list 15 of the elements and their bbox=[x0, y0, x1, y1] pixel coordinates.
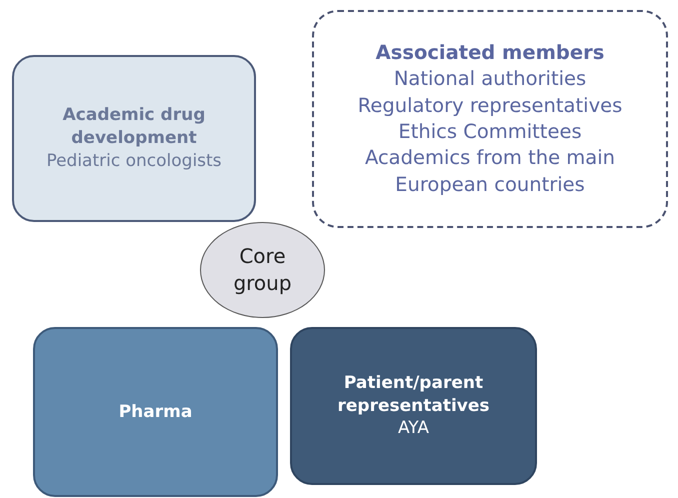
group-box bbox=[312, 10, 668, 228]
heading: Associated members bbox=[376, 40, 604, 66]
member-text: Ethics Committees bbox=[398, 119, 582, 145]
member-text: Pediatric oncologists bbox=[46, 150, 222, 173]
member-text: Regulatory representatives bbox=[358, 92, 622, 119]
group-box bbox=[290, 327, 537, 485]
group-box bbox=[33, 327, 278, 497]
member-text: National authorities bbox=[394, 66, 586, 92]
group-box bbox=[12, 55, 256, 222]
heading: Academic drug development bbox=[62, 104, 206, 150]
member-text: Academics from the main European countries bbox=[364, 145, 616, 198]
member-text: Core group bbox=[232, 243, 293, 297]
heading: Pharma bbox=[118, 400, 192, 424]
member-text: AYA bbox=[398, 417, 429, 440]
heading: Patient/parent representatives bbox=[336, 372, 491, 418]
